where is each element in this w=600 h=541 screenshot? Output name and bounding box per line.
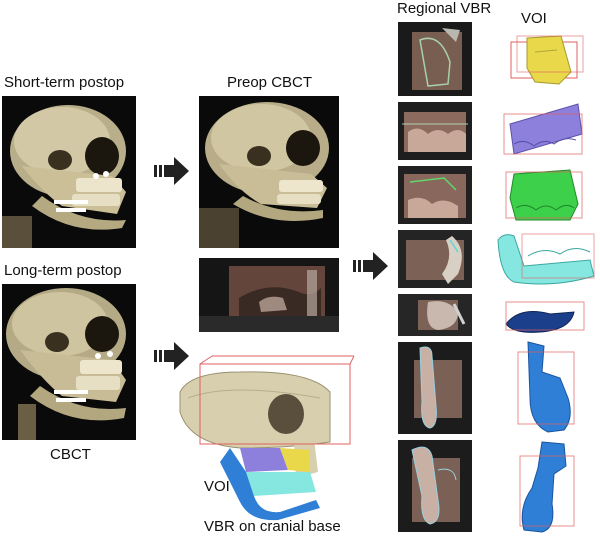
regional-vbr-slice-6 bbox=[398, 342, 472, 434]
preop-cbct-skull-image bbox=[199, 96, 339, 248]
voi-right-label: VOI bbox=[521, 10, 547, 27]
voi-middle-label: VOI bbox=[204, 478, 230, 495]
long-term-postop-skull-image bbox=[2, 284, 136, 440]
regional-vbr-slice-4 bbox=[398, 230, 472, 288]
voi-chin-navy-image bbox=[500, 296, 590, 336]
arrow-right-icon bbox=[353, 251, 389, 281]
regional-vbr-slice-7 bbox=[398, 440, 472, 532]
short-term-postop-label: Short-term postop bbox=[4, 74, 125, 91]
preop-cbct-label: Preop CBCT bbox=[227, 74, 313, 91]
arrow-right-icon bbox=[154, 156, 190, 186]
voi-maxilla-yellow-image bbox=[505, 32, 585, 86]
voi-mandible-cyan-image bbox=[494, 226, 598, 288]
short-term-postop-skull-image bbox=[2, 96, 136, 248]
long-term-postop-label: Long-term postop bbox=[4, 262, 122, 279]
regional-vbr-slice-5 bbox=[398, 294, 472, 336]
cranial-base-voi-3d-image bbox=[170, 352, 356, 522]
voi-ramus-blue-2-image bbox=[508, 438, 584, 536]
cbct-label: CBCT bbox=[50, 446, 91, 463]
sagittal-slice-vbr-image bbox=[199, 258, 339, 332]
arrow-right-icon bbox=[154, 341, 190, 371]
voi-maxilla-green-image bbox=[500, 164, 588, 224]
regional-vbr-slice-2 bbox=[398, 102, 472, 160]
regional-vbr-label: Regional VBR bbox=[397, 0, 492, 17]
regional-vbr-slice-3 bbox=[398, 166, 472, 224]
vbr-cranial-base-label: VBR on cranial base bbox=[204, 518, 341, 535]
regional-vbr-slice-1 bbox=[398, 22, 472, 96]
voi-maxilla-purple-image bbox=[500, 100, 588, 160]
voi-ramus-blue-image bbox=[508, 338, 584, 434]
